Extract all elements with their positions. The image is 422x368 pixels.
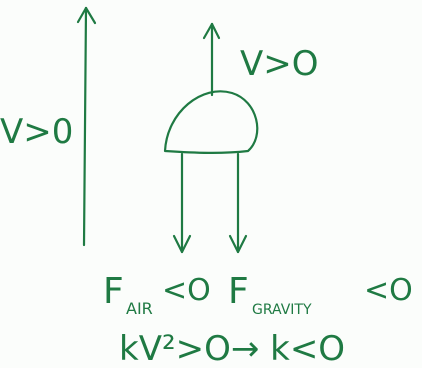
top-velocity-label: V>O bbox=[240, 44, 319, 84]
drag-equation: kV²>O→ k<O bbox=[119, 329, 345, 368]
gravity-force-relation: <O bbox=[364, 273, 413, 308]
air-force-arrow bbox=[172, 152, 192, 254]
left-velocity-arrow bbox=[76, 6, 97, 247]
air-force-relation: <O bbox=[162, 273, 211, 308]
top-velocity-arrow bbox=[202, 22, 221, 97]
gravity-force-subscript: GRAVITY bbox=[252, 302, 312, 318]
left-velocity-label: V>0 bbox=[0, 112, 73, 152]
falling-object-shape bbox=[163, 90, 259, 154]
gravity-force-symbol: F bbox=[228, 271, 249, 312]
air-force-subscript: AIR bbox=[126, 299, 153, 318]
air-force-symbol: F bbox=[103, 271, 124, 312]
gravity-force-arrow bbox=[228, 152, 248, 254]
